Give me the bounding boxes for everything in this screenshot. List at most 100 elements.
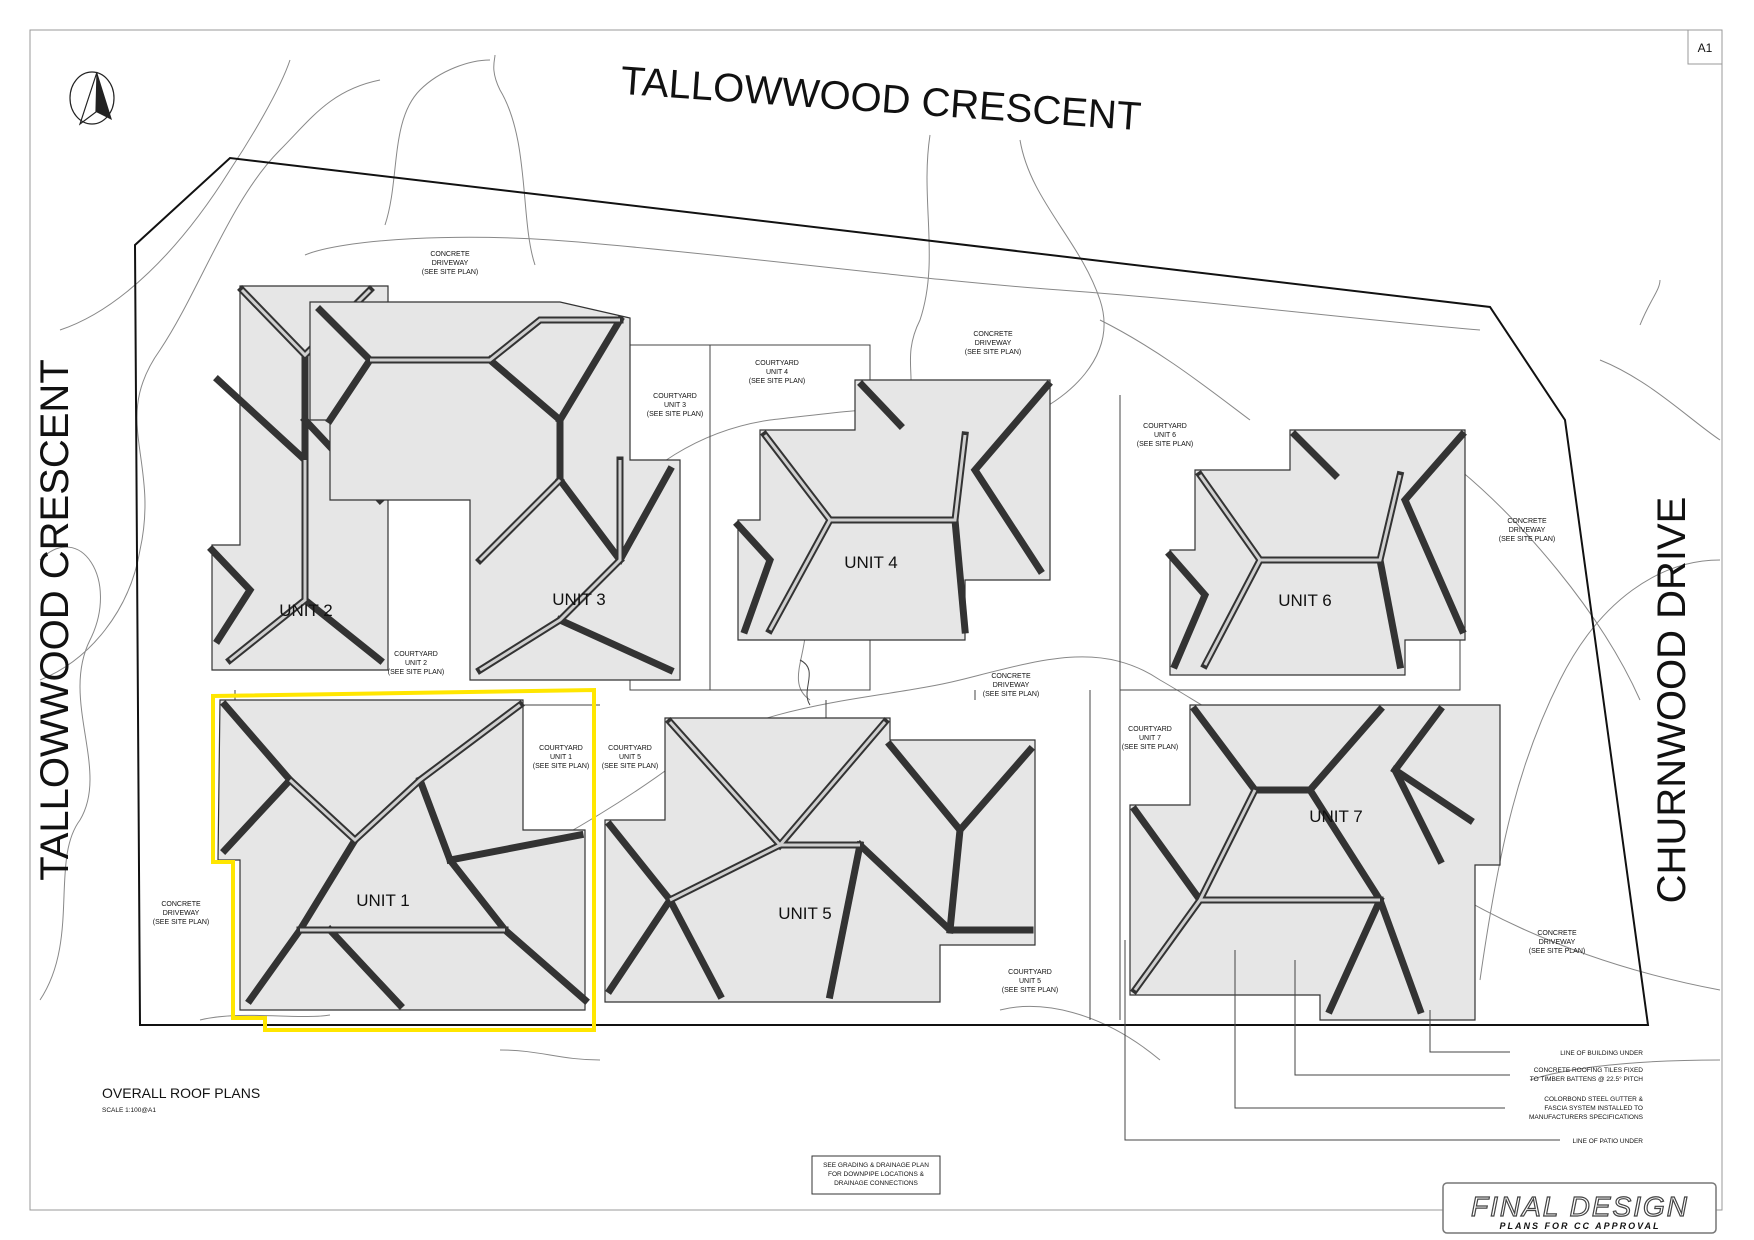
drainage-note-box <box>811 1155 941 1195</box>
svg-text:(SEE SITE PLAN): (SEE SITE PLAN) <box>749 378 805 385</box>
svg-text:COURTYARD: COURTYARD <box>1128 726 1172 733</box>
street-name-east: CHURNWOOD DRIVE <box>1650 497 1694 904</box>
street-name-west: TALLOWWOOD CRESCENT <box>33 359 77 881</box>
drawing-title: OVERALL ROOF PLANS <box>102 1085 260 1101</box>
site-note: COURTYARD UNIT 2 (SEE SITE PLAN) <box>388 651 444 676</box>
legend-item: COLORBOND STEEL GUTTER & FASCIA SYSTEM IN… <box>1529 1096 1644 1121</box>
svg-text:(SEE SITE PLAN): (SEE SITE PLAN) <box>1137 441 1193 448</box>
svg-text:COURTYARD: COURTYARD <box>755 360 799 367</box>
svg-text:COURTYARD: COURTYARD <box>608 745 652 752</box>
svg-text:UNIT 4: UNIT 4 <box>766 369 788 376</box>
site-note: COURTYARD UNIT 5 (SEE SITE PLAN) <box>1002 969 1058 994</box>
svg-text:DRIVEWAY: DRIVEWAY <box>1509 527 1546 534</box>
unit-3-roof <box>309 301 681 681</box>
svg-text:CONCRETE: CONCRETE <box>161 901 201 908</box>
svg-text:(SEE SITE PLAN): (SEE SITE PLAN) <box>602 763 658 770</box>
svg-text:LINE OF PATIO UNDER: LINE OF PATIO UNDER <box>1572 1138 1643 1145</box>
svg-text:(SEE SITE PLAN): (SEE SITE PLAN) <box>1499 536 1555 543</box>
svg-text:(SEE SITE PLAN): (SEE SITE PLAN) <box>422 269 478 276</box>
svg-text:COURTYARD: COURTYARD <box>1008 969 1052 976</box>
unit-label: UNIT 6 <box>1278 591 1332 610</box>
unit-label: UNIT 4 <box>844 553 898 572</box>
legend-item: LINE OF PATIO UNDER <box>1572 1138 1643 1145</box>
svg-text:DRAINAGE CONNECTIONS: DRAINAGE CONNECTIONS <box>834 1180 918 1187</box>
unit-6-roof <box>1165 429 1467 676</box>
final-design-stamp: FINAL DESIGN PLANS FOR CC APPROVAL <box>1442 1182 1717 1234</box>
unit-label: UNIT 1 <box>356 891 410 910</box>
svg-text:(SEE SITE PLAN): (SEE SITE PLAN) <box>533 763 589 770</box>
stamp-subtitle: PLANS FOR CC APPROVAL <box>1499 1221 1660 1231</box>
svg-text:CONCRETE: CONCRETE <box>991 673 1031 680</box>
unit-label: UNIT 3 <box>552 590 606 609</box>
site-note: CONCRETE DRIVEWAY (SEE SITE PLAN) <box>153 901 209 926</box>
site-note: CONCRETE DRIVEWAY (SEE SITE PLAN) <box>1529 930 1585 955</box>
site-note: COURTYARD UNIT 5 (SEE SITE PLAN) <box>602 745 658 770</box>
site-note: COURTYARD UNIT 1 (SEE SITE PLAN) <box>533 745 589 770</box>
unit-label: UNIT 5 <box>778 904 832 923</box>
svg-text:(SEE SITE PLAN): (SEE SITE PLAN) <box>1529 948 1585 955</box>
svg-text:FOR DOWNPIPE LOCATIONS &: FOR DOWNPIPE LOCATIONS & <box>828 1171 925 1178</box>
svg-text:UNIT 7: UNIT 7 <box>1139 735 1161 742</box>
svg-text:COURTYARD: COURTYARD <box>539 745 583 752</box>
legend-leader-lines <box>1124 940 1560 1141</box>
svg-text:(SEE SITE PLAN): (SEE SITE PLAN) <box>153 919 209 926</box>
site-note: COURTYARD UNIT 3 (SEE SITE PLAN) <box>647 393 703 418</box>
svg-text:CONCRETE: CONCRETE <box>1537 930 1577 937</box>
unit-label: UNIT 7 <box>1309 807 1363 826</box>
site-note: COURTYARD UNIT 4 (SEE SITE PLAN) <box>749 360 805 385</box>
svg-text:DRIVEWAY: DRIVEWAY <box>1539 939 1576 946</box>
svg-text:TO TIMBER BATTENS @ 22.5° PITC: TO TIMBER BATTENS @ 22.5° PITCH <box>1530 1075 1644 1083</box>
svg-text:(SEE SITE PLAN): (SEE SITE PLAN) <box>388 669 444 676</box>
svg-text:MANUFACTURERS SPECIFICATIONS: MANUFACTURERS SPECIFICATIONS <box>1529 1114 1644 1121</box>
svg-text:CONCRETE: CONCRETE <box>973 331 1013 338</box>
site-note: CONCRETE DRIVEWAY (SEE SITE PLAN) <box>983 673 1039 698</box>
svg-text:UNIT 1: UNIT 1 <box>550 754 572 761</box>
svg-text:COURTYARD: COURTYARD <box>394 651 438 658</box>
legend-item: LINE OF BUILDING UNDER <box>1560 1050 1643 1057</box>
unit-4-roof <box>733 379 1053 641</box>
unit-7-roof <box>1129 704 1501 1021</box>
svg-text:DRIVEWAY: DRIVEWAY <box>163 910 200 917</box>
svg-text:UNIT 2: UNIT 2 <box>405 660 427 667</box>
street-name-north: TALLOWWOOD CRESCENT <box>619 59 1142 139</box>
sheet-number-box <box>1687 29 1723 65</box>
site-note: CONCRETE DRIVEWAY (SEE SITE PLAN) <box>965 331 1021 356</box>
svg-text:COURTYARD: COURTYARD <box>653 393 697 400</box>
unit-1-highlight <box>211 687 596 1032</box>
svg-text:COURTYARD: COURTYARD <box>1143 423 1187 430</box>
svg-text:(SEE SITE PLAN): (SEE SITE PLAN) <box>647 411 703 418</box>
svg-text:DRIVEWAY: DRIVEWAY <box>975 340 1012 347</box>
sheet-number: A1 <box>1698 41 1713 55</box>
svg-text:(SEE SITE PLAN): (SEE SITE PLAN) <box>983 691 1039 698</box>
drainage-note: SEE GRADING & DRAINAGE PLAN FOR DOWNPIPE… <box>823 1162 929 1187</box>
drawing-scale: SCALE 1:100@A1 <box>102 1107 156 1114</box>
site-note: COURTYARD UNIT 6 (SEE SITE PLAN) <box>1137 423 1193 448</box>
site-note: COURTYARD UNIT 7 (SEE SITE PLAN) <box>1122 726 1178 751</box>
site-boundary <box>133 156 1650 1026</box>
svg-text:FASCIA SYSTEM INSTALLED TO: FASCIA SYSTEM INSTALLED TO <box>1544 1105 1643 1112</box>
svg-text:(SEE SITE PLAN): (SEE SITE PLAN) <box>1002 987 1058 994</box>
unit-5-roof <box>604 717 1036 1003</box>
unit-1-roof <box>217 699 590 1011</box>
svg-text:UNIT 5: UNIT 5 <box>1019 978 1041 985</box>
drawing-frame <box>29 29 1723 1211</box>
svg-text:SEE GRADING & DRAINAGE PLAN: SEE GRADING & DRAINAGE PLAN <box>823 1162 929 1169</box>
stamp-title: FINAL DESIGN <box>1471 1191 1689 1222</box>
svg-text:CONCRETE: CONCRETE <box>1507 518 1547 525</box>
svg-text:(SEE SITE PLAN): (SEE SITE PLAN) <box>1122 744 1178 751</box>
svg-text:UNIT 3: UNIT 3 <box>664 402 686 409</box>
unit-label: UNIT 2 <box>279 601 333 620</box>
svg-text:UNIT 6: UNIT 6 <box>1154 432 1176 439</box>
svg-text:CONCRETE ROOFING TILES FIXED: CONCRETE ROOFING TILES FIXED <box>1534 1067 1644 1074</box>
svg-text:DRIVEWAY: DRIVEWAY <box>993 682 1030 689</box>
svg-text:(SEE SITE PLAN): (SEE SITE PLAN) <box>965 349 1021 356</box>
svg-text:LINE OF BUILDING UNDER: LINE OF BUILDING UNDER <box>1560 1050 1643 1057</box>
svg-text:DRIVEWAY: DRIVEWAY <box>432 260 469 267</box>
svg-text:UNIT 5: UNIT 5 <box>619 754 641 761</box>
site-note: CONCRETE DRIVEWAY (SEE SITE PLAN) <box>1499 518 1555 543</box>
svg-text:COLORBOND STEEL GUTTER &: COLORBOND STEEL GUTTER & <box>1544 1096 1643 1103</box>
north-arrow-icon <box>69 71 115 126</box>
